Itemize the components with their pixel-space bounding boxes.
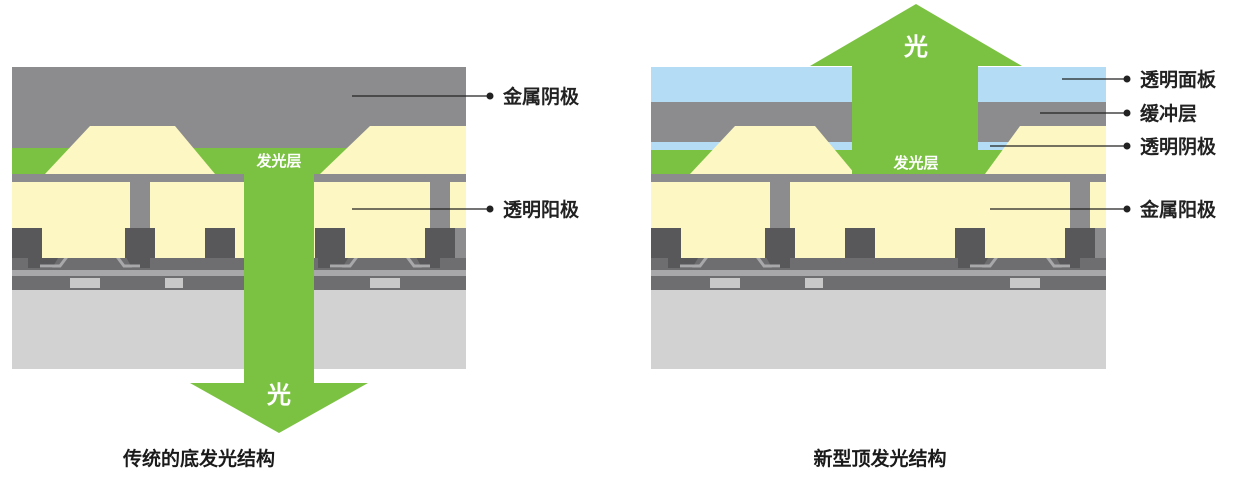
- left-emissive-label: 发光层: [255, 152, 301, 170]
- left-fill-1: [42, 228, 125, 258]
- left-via-2: [430, 182, 450, 228]
- right-emissive-label: 发光层: [892, 154, 938, 172]
- right-pillar-3: [845, 228, 875, 258]
- right-pillar-2: [765, 228, 795, 258]
- right-pillar-1: [651, 228, 681, 258]
- right-planarization: [651, 182, 1106, 228]
- left-leader-bottom-dot: [486, 205, 494, 213]
- right-via-1: [770, 182, 790, 228]
- left-via-1: [130, 182, 150, 228]
- right-leader-4-dot: [1123, 205, 1131, 213]
- left-tft-gate-1: [70, 278, 100, 288]
- left-substrate: [12, 290, 466, 369]
- right-leader-3-dot: [1123, 142, 1131, 150]
- left-arrow-text: 光: [266, 381, 291, 409]
- left-caption: 传统的底发光结构: [122, 447, 275, 470]
- right-via-2: [1070, 182, 1090, 228]
- left-tft-line: [12, 270, 466, 276]
- left-pillar-4: [315, 228, 345, 258]
- left-label-bottom: 透明阳极: [503, 198, 580, 221]
- right-leader-2-dot: [1123, 109, 1131, 117]
- right-caption: 新型顶发光结构: [813, 447, 946, 470]
- right-pillar-4: [955, 228, 985, 258]
- left-pillar-1: [12, 228, 42, 258]
- right-fill-4: [985, 228, 1065, 258]
- left-planarization: [12, 182, 466, 228]
- right-label-4: 金属阳极: [1139, 198, 1217, 221]
- right-label-1: 透明面板: [1140, 68, 1217, 91]
- right-fill-1: [681, 228, 765, 258]
- left-pillar-2: [125, 228, 155, 258]
- left-anode-strip: [12, 174, 466, 182]
- right-tft-gate-1: [710, 278, 740, 288]
- left-fill-2: [155, 228, 205, 258]
- left-tft-gate-3: [370, 278, 400, 288]
- left-tft-gate-2: [165, 278, 183, 288]
- left-bank-1: [45, 126, 215, 174]
- right-label-2: 缓冲层: [1140, 102, 1197, 125]
- left-leader-top-dot: [486, 92, 494, 100]
- left-diagram: 发光层 光 金属阴极 透明阳极 传统的底发光结构: [12, 67, 580, 470]
- right-label-3: 透明阴极: [1140, 135, 1217, 158]
- right-leader-1-dot: [1123, 75, 1131, 83]
- right-arrow-text: 光: [903, 33, 928, 61]
- right-diagram: 光 发光层 透明面板 缓冲层 透明阴极 金属阳极 新型顶发光结构: [651, 4, 1217, 470]
- right-tft-line: [651, 270, 1106, 276]
- right-substrate: [651, 290, 1106, 369]
- left-fill-4: [345, 228, 425, 258]
- right-pillar-5: [1065, 228, 1095, 258]
- right-light-arrow: [810, 4, 1022, 174]
- left-bank-2: [320, 126, 466, 174]
- right-anode-strip: [651, 174, 1106, 182]
- left-pillar-5: [425, 228, 455, 258]
- right-fill-2: [795, 228, 845, 258]
- right-fill-3: [875, 228, 955, 258]
- left-pillar-3: [205, 228, 235, 258]
- right-tft-gate-3: [1010, 278, 1040, 288]
- left-light-arrow: [190, 148, 368, 433]
- right-tft-gate-2: [805, 278, 823, 288]
- right-bank-1: [690, 126, 855, 174]
- right-bank-2: [985, 126, 1106, 174]
- left-label-top: 金属阴极: [502, 85, 580, 108]
